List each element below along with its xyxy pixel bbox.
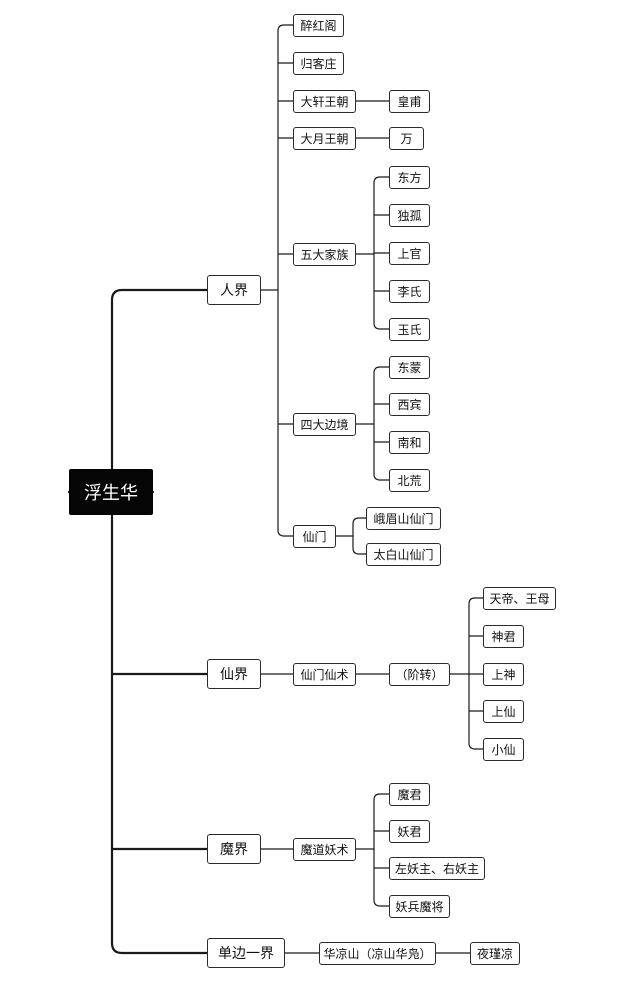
node-immortal-3[interactable]: 上仙 xyxy=(483,700,524,723)
connector-line xyxy=(468,673,484,750)
connector-line xyxy=(373,253,390,330)
node-sida-3[interactable]: 北荒 xyxy=(389,469,430,492)
connector-line xyxy=(373,848,390,907)
realm-immortal[interactable]: 仙界 xyxy=(207,659,261,689)
node-emei[interactable]: 峨眉山仙门 xyxy=(366,507,441,530)
node-taibai[interactable]: 太白山仙门 xyxy=(366,543,441,566)
root-node[interactable]: 浮生华 xyxy=(69,469,153,515)
realm-demon[interactable]: 魔界 xyxy=(207,834,261,864)
node-dayue[interactable]: 大月王朝 xyxy=(293,127,356,150)
node-jiezhuan[interactable]: （阶转） xyxy=(389,663,450,686)
node-sida-0[interactable]: 东蒙 xyxy=(389,356,430,379)
connector-line xyxy=(373,176,390,255)
node-yaoshu[interactable]: 魔道妖术 xyxy=(293,838,356,861)
node-daxuan[interactable]: 大轩王朝 xyxy=(293,90,356,113)
node-yejinliang[interactable]: 夜瑾凉 xyxy=(470,942,520,965)
node-sida[interactable]: 四大边境 xyxy=(293,413,356,436)
node-wuda-2[interactable]: 上官 xyxy=(389,242,430,265)
node-wuda-3[interactable]: 李氏 xyxy=(389,280,430,303)
node-xianmen[interactable]: 仙门 xyxy=(293,525,336,548)
connector-line xyxy=(277,289,294,537)
node-demon-3[interactable]: 妖兵魔将 xyxy=(389,895,450,918)
node-demon-2[interactable]: 左妖主、右妖主 xyxy=(389,857,485,880)
connector-line xyxy=(110,490,209,955)
connector-line xyxy=(373,366,390,425)
node-guikezhuang[interactable]: 归客庄 xyxy=(293,52,344,75)
node-immortal-0[interactable]: 天帝、王母 xyxy=(483,587,556,610)
realm-human[interactable]: 人界 xyxy=(207,275,261,305)
connector-line xyxy=(352,517,367,537)
node-wan[interactable]: 万 xyxy=(389,127,424,150)
connector-line xyxy=(277,24,294,291)
connector-line xyxy=(110,288,209,494)
node-immortal-1[interactable]: 神君 xyxy=(483,625,524,648)
realm-border[interactable]: 单边一界 xyxy=(207,938,285,968)
node-wuda-4[interactable]: 玉氏 xyxy=(389,318,430,341)
connector-line xyxy=(373,423,390,481)
node-huaoliangshan[interactable]: 华凉山（凉山华凫） xyxy=(319,942,436,965)
node-immortal-4[interactable]: 小仙 xyxy=(483,738,524,761)
node-demon-1[interactable]: 妖君 xyxy=(389,820,430,843)
node-demon-0[interactable]: 魔君 xyxy=(389,783,430,806)
node-wuda-1[interactable]: 独孤 xyxy=(389,204,430,227)
node-xianshu[interactable]: 仙门仙术 xyxy=(293,663,356,686)
connector-line xyxy=(468,597,484,675)
node-immortal-2[interactable]: 上神 xyxy=(483,663,524,686)
node-wuda-0[interactable]: 东方 xyxy=(389,166,430,189)
node-zuihongge[interactable]: 醉红阁 xyxy=(293,14,344,37)
node-wuda[interactable]: 五大家族 xyxy=(293,243,356,266)
node-sida-2[interactable]: 南和 xyxy=(389,431,430,454)
node-sida-1[interactable]: 西宾 xyxy=(389,393,430,416)
connector-line xyxy=(352,535,367,555)
node-huangfu[interactable]: 皇甫 xyxy=(389,90,430,113)
connector-line xyxy=(373,793,390,850)
